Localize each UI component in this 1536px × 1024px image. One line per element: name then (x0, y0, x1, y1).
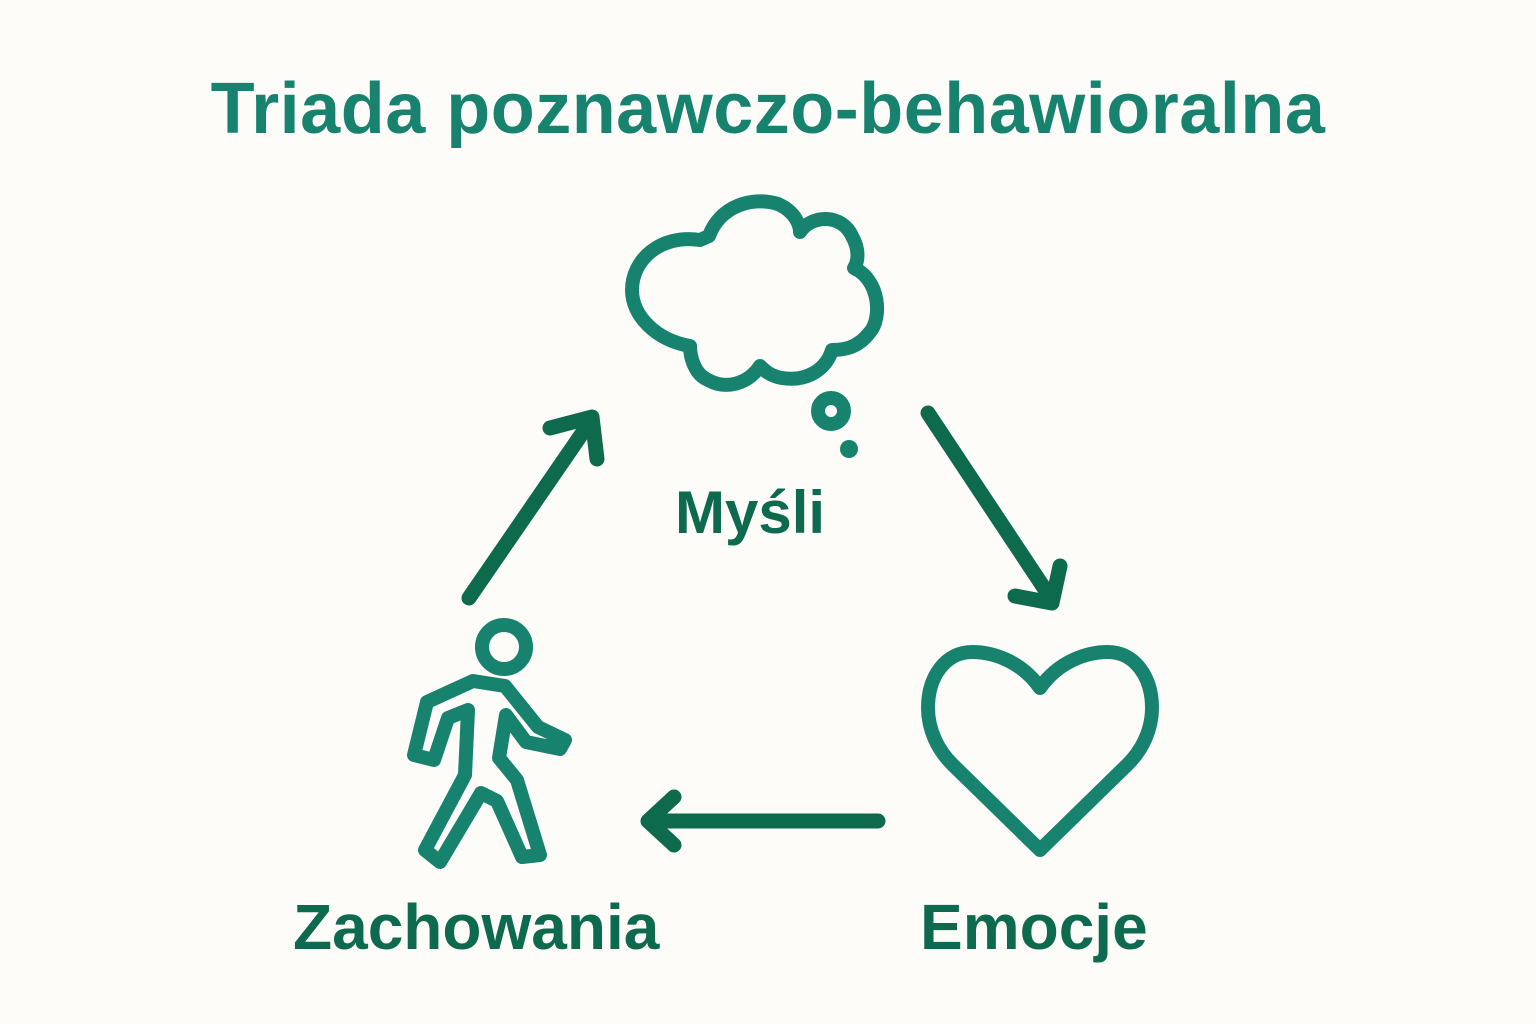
arrow-behaviors-to-thoughts (461, 409, 605, 606)
arrow-emotions-to-behaviors (640, 789, 886, 853)
arrows (461, 405, 1068, 853)
node-label-thoughts: Myśli (675, 479, 826, 546)
heart-icon (921, 645, 1159, 857)
node-label-behaviors: Zachowania (293, 891, 660, 963)
thought-bubble-dot (840, 440, 858, 458)
node-label-emotions: Emocje (920, 891, 1148, 963)
thought-cloud-icon (625, 194, 885, 431)
walking-person-icon (407, 618, 572, 869)
arrow-thoughts-to-emotions (920, 405, 1068, 611)
diagram-title: Triada poznawczo-behawioralna (210, 69, 1326, 149)
